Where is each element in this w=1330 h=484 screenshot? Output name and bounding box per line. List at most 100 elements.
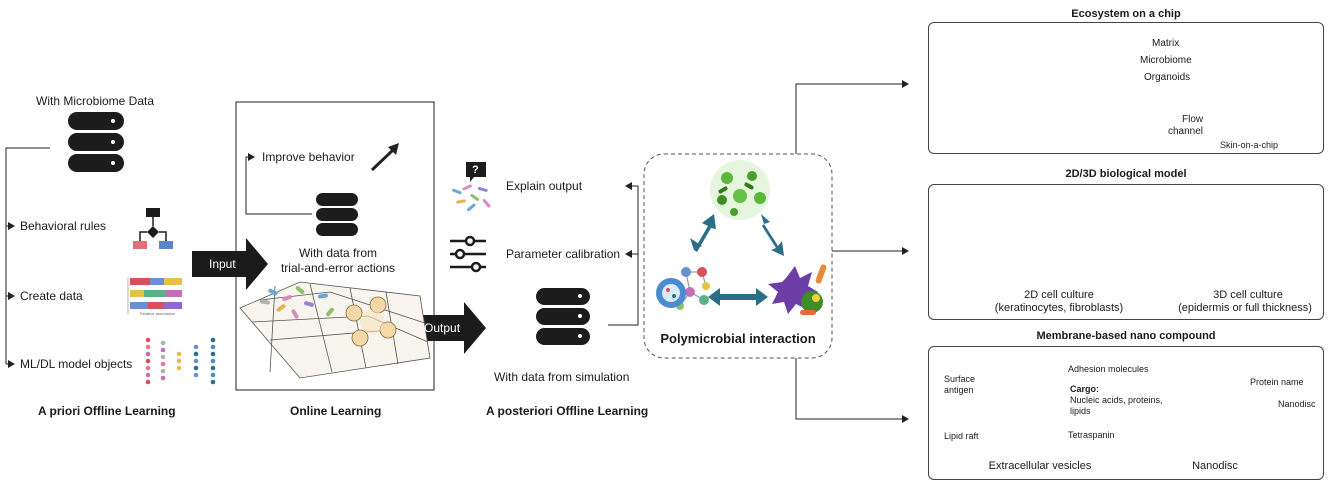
model-object-dot xyxy=(193,365,199,371)
improve-behavior-label: Improve behavior xyxy=(262,150,355,164)
model-object-dot xyxy=(176,365,182,371)
polymicrobial-title: Polymicrobial interaction xyxy=(660,331,816,346)
protein-name-label: Protein name xyxy=(1250,377,1304,387)
question-bubble-icon xyxy=(466,162,486,182)
liposome-icon xyxy=(656,278,686,308)
input-arrow xyxy=(192,238,268,290)
model-object-dot xyxy=(145,358,151,364)
model-object-dot xyxy=(145,372,151,378)
cargo-label-2: lipids xyxy=(1070,406,1091,416)
output-arrow xyxy=(410,302,486,354)
model-object-dot xyxy=(193,358,199,364)
nano-compound-panel xyxy=(928,346,1324,480)
behavioral-rules-label: Behavioral rules xyxy=(20,219,107,233)
2d-culture-caption-2: (keratinocytes, fibroblasts) xyxy=(994,302,1124,314)
output-label: Output xyxy=(424,321,461,335)
bacteria-cluster-icon xyxy=(452,184,491,212)
lipid-raft-label: Lipid raft xyxy=(944,431,979,441)
create-data-label: Create data xyxy=(20,289,83,303)
adhesion-label: Adhesion molecules xyxy=(1068,364,1149,374)
ml-dl-model-objects-label: ML/DL model objects xyxy=(20,357,133,371)
trial-error-label-1: With data from xyxy=(298,246,378,260)
model-object-dot xyxy=(210,344,216,350)
with-microbiome-data-label: With Microbiome Data xyxy=(36,94,155,108)
green-microbe-cluster xyxy=(710,160,770,220)
col3-bracket xyxy=(608,182,639,326)
trial-error-label-2: trial-and-error actions xyxy=(280,261,396,275)
model-object-dot xyxy=(210,351,216,357)
surface-label-2: antigen xyxy=(944,385,974,395)
polymicrobial-box xyxy=(643,153,833,359)
model-object-dot xyxy=(145,365,151,371)
right-branches xyxy=(795,80,909,423)
model-object-dot xyxy=(193,344,199,350)
model-object-dot xyxy=(145,337,151,343)
nanodisc-side-label: Nanodisc xyxy=(1278,399,1316,409)
model-object-dot xyxy=(145,379,151,385)
nanodisc-caption: Nanodisc xyxy=(1192,460,1238,472)
panel1-overlay xyxy=(928,22,1324,154)
sliders-icon xyxy=(450,235,486,273)
chart-tick-label: Relative abundance xyxy=(140,311,176,316)
model-object-dot xyxy=(210,337,216,343)
molecule-network xyxy=(676,267,710,310)
model-object-dot xyxy=(210,365,216,371)
grid-cells xyxy=(260,286,397,347)
matrix-label: Matrix xyxy=(1152,38,1180,49)
a-priori-footer: A priori Offline Learning xyxy=(38,404,176,418)
improve-arrow xyxy=(370,143,399,172)
3d-culture-caption-2: (epidermis or full thickness) xyxy=(1178,302,1312,314)
model-object-dot xyxy=(160,354,166,360)
2d-culture-caption-1: 2D cell culture xyxy=(1024,289,1094,301)
biological-model-panel xyxy=(928,184,1324,320)
simulation-grid xyxy=(239,281,431,379)
model-object-dot xyxy=(145,344,151,350)
purple-microbe xyxy=(768,264,827,315)
panel3-title: Membrane-based nano compound xyxy=(1036,330,1216,342)
cargo-label: Cargo: xyxy=(1070,384,1099,394)
flow-label-2: channel xyxy=(1168,126,1204,137)
database-icon-3 xyxy=(536,288,590,345)
data-from-simulation-label: With data from simulation xyxy=(494,370,630,384)
organoids-label: Organoids xyxy=(1144,72,1191,83)
online-learning-footer: Online Learning xyxy=(290,404,382,418)
database-icon-1 xyxy=(68,112,124,172)
model-object-dot xyxy=(210,358,216,364)
skin-on-chip-caption: Skin-on-a-chip xyxy=(1220,140,1279,150)
model-object-dot xyxy=(210,372,216,378)
model-object-dot xyxy=(193,372,199,378)
model-object-dot xyxy=(193,351,199,357)
explain-output-label: Explain output xyxy=(506,179,583,193)
cargo-label-1: Nucleic acids, proteins, xyxy=(1070,395,1163,405)
model-object-dot xyxy=(176,358,182,364)
stacked-bar-icon xyxy=(127,278,182,314)
interaction-arrows xyxy=(690,214,784,306)
microbiome-label: Microbiome xyxy=(1140,55,1192,66)
parameter-calibration-label: Parameter calibration xyxy=(506,247,621,261)
input-label: Input xyxy=(209,257,236,271)
panel2-title: 2D/3D biological model xyxy=(1065,168,1187,180)
model-object-dot xyxy=(160,361,166,367)
surface-label-1: Surface xyxy=(944,374,976,384)
model-object-dot xyxy=(160,340,166,346)
ev-caption: Extracellular vesicles xyxy=(988,460,1092,472)
model-object-dot xyxy=(160,375,166,381)
online-learning-box xyxy=(235,101,435,391)
ecosystem-chip-panel xyxy=(928,22,1324,154)
a-posteriori-footer: A posteriori Offline Learning xyxy=(486,404,649,418)
flowchart-icon xyxy=(133,208,173,249)
model-object-dot xyxy=(145,351,151,357)
model-object-dot xyxy=(210,379,216,385)
col1-bracket xyxy=(5,147,50,368)
3d-culture-caption-1: 3D cell culture xyxy=(1213,289,1283,301)
panel1-title: Ecosystem on a chip xyxy=(1071,8,1181,20)
flow-label-1: Flow xyxy=(1182,114,1204,125)
model-object-dot xyxy=(160,368,166,374)
model-object-dot xyxy=(176,351,182,357)
tetraspanin-label: Tetraspanin xyxy=(1068,430,1115,440)
question-mark: ? xyxy=(472,164,479,176)
model-object-dot xyxy=(160,347,166,353)
database-icon-2 xyxy=(316,193,358,236)
improve-loop xyxy=(245,153,312,215)
model-objects-icon xyxy=(145,337,216,385)
